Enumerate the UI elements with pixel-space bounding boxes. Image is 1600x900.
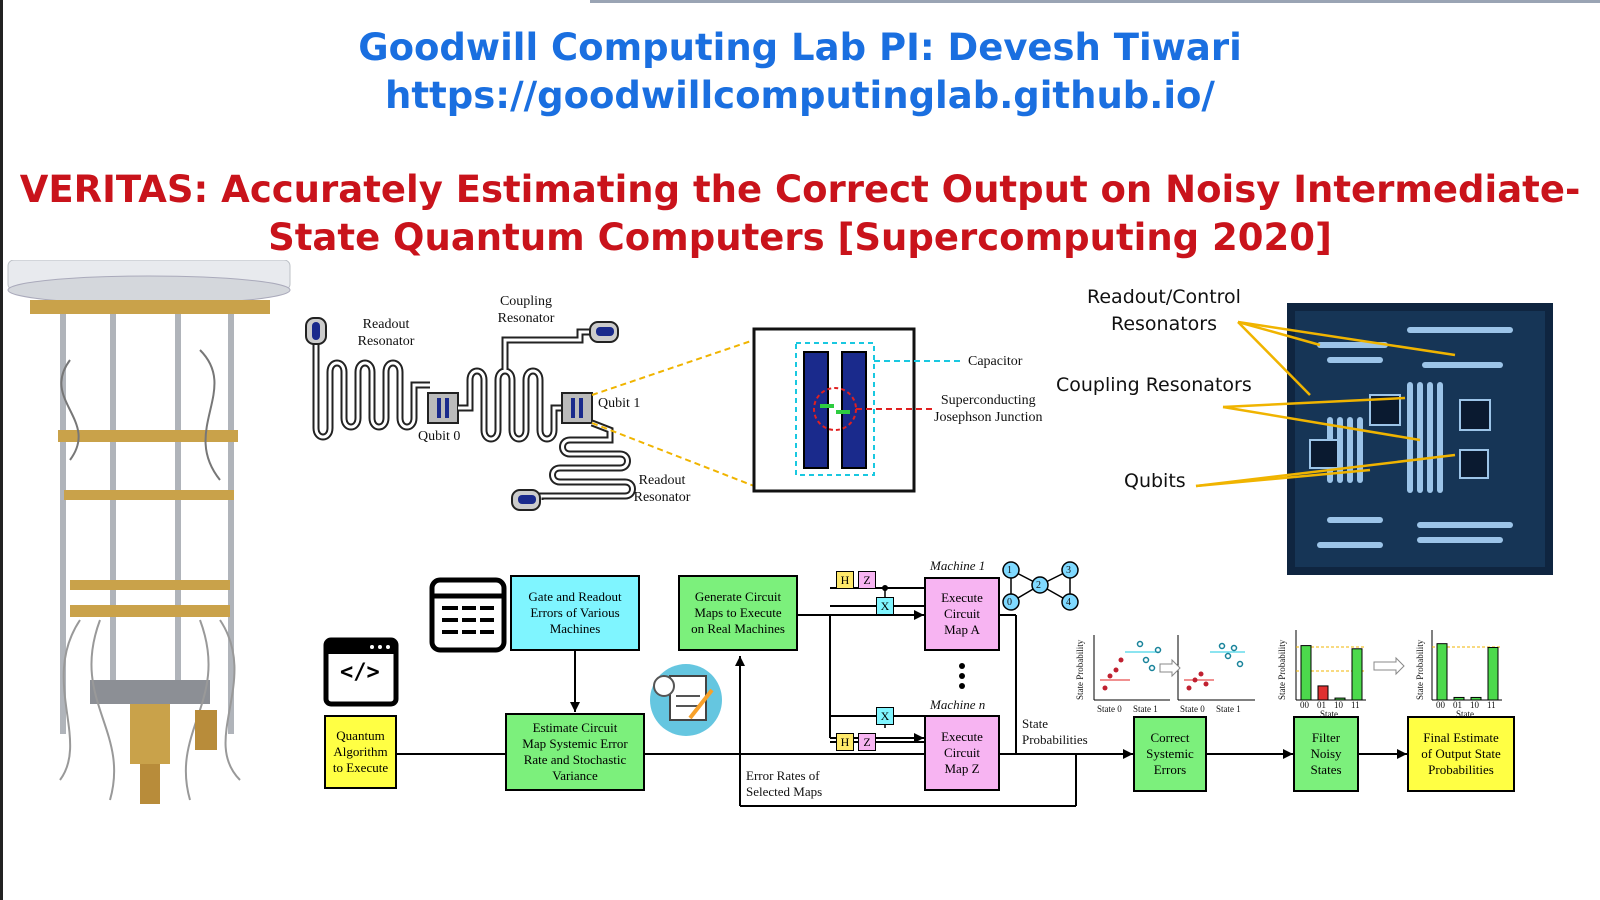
final-bar-chart [1436, 643, 1499, 701]
lab-title: Goodwill Computing Lab PI: Devesh Tiwari [358, 26, 1242, 69]
chart-tick-label: 11 [1351, 700, 1360, 710]
left-border-line [0, 0, 3, 900]
gate-h-bottom: H [836, 733, 854, 751]
bar-01 [1317, 685, 1329, 701]
gate-z-top: Z [858, 571, 876, 589]
machinen-label: Machine n [930, 697, 986, 712]
bar-00 [1436, 643, 1448, 701]
chart-tick-label: 10 [1334, 700, 1343, 710]
table-icon [429, 577, 507, 653]
qubit0-shape [427, 392, 459, 424]
chart-state0-label: State 0 [1097, 704, 1122, 714]
chart-tick-label: 00 [1436, 700, 1445, 710]
top-border-line [590, 0, 1600, 3]
paper-title-line1: VERITAS: Accurately Estimating the Corre… [19, 168, 1581, 211]
capacitor-label: Capacitor [968, 354, 1023, 369]
chart-ylabel: State Probability [1075, 639, 1085, 700]
filter-bar-chart [1300, 645, 1363, 701]
chart-tick-label: 01 [1317, 700, 1326, 710]
qubit0-label: Qubit 0 [418, 429, 461, 444]
chart-state1-label: State 1 [1133, 704, 1158, 714]
paper-title-line2: State Quantum Computers [Supercomputing … [268, 216, 1332, 259]
qubits-label: Qubits [1124, 470, 1186, 492]
bar-11 [1487, 647, 1499, 701]
bar-11 [1351, 648, 1363, 701]
dilution-refrigerator-image [7, 260, 291, 804]
chart-tick-label: 11 [1487, 700, 1496, 710]
graph-node-label: 1 [1007, 565, 1012, 576]
qubit1-shape [561, 392, 593, 424]
chart-state1-label: State 1 [1216, 704, 1241, 714]
bar-10 [1470, 696, 1482, 701]
bar-01 [1453, 696, 1465, 701]
gate-z-bottom: Z [858, 733, 876, 751]
gate-x-bottom: X [876, 707, 894, 725]
chart-xlabel: State [1320, 709, 1338, 719]
gate-h-top: H [836, 571, 854, 589]
chart-ylabel: State Probability [1415, 639, 1425, 700]
coupling-resonators-label: Coupling Resonators [1056, 374, 1252, 396]
chart-tick-label: 10 [1470, 700, 1479, 710]
code-icon-text: </> [340, 660, 380, 685]
bar-00 [1300, 645, 1312, 701]
chart-tick-label: 00 [1300, 700, 1309, 710]
lab-url[interactable]: https://goodwillcomputinglab.github.io/ [385, 74, 1215, 117]
mini-scatter-charts [1093, 635, 1255, 701]
coupling-resonator-wire [458, 367, 562, 443]
chart-state0-label: State 0 [1180, 704, 1205, 714]
chart-tick-label: 01 [1453, 700, 1462, 710]
qubit1-label: Qubit 1 [598, 396, 641, 411]
gate-x-top: X [876, 597, 894, 615]
graph-node-label: 4 [1066, 597, 1071, 608]
machine1-label: Machine 1 [930, 558, 986, 573]
bar-10 [1334, 697, 1346, 701]
graph-node-label: 3 [1066, 565, 1071, 576]
graph-node-label: 2 [1036, 580, 1041, 591]
chart-ylabel: State Probability [1277, 639, 1287, 700]
chart-xlabel: State [1456, 709, 1474, 719]
graph-node-label: 0 [1007, 597, 1012, 608]
